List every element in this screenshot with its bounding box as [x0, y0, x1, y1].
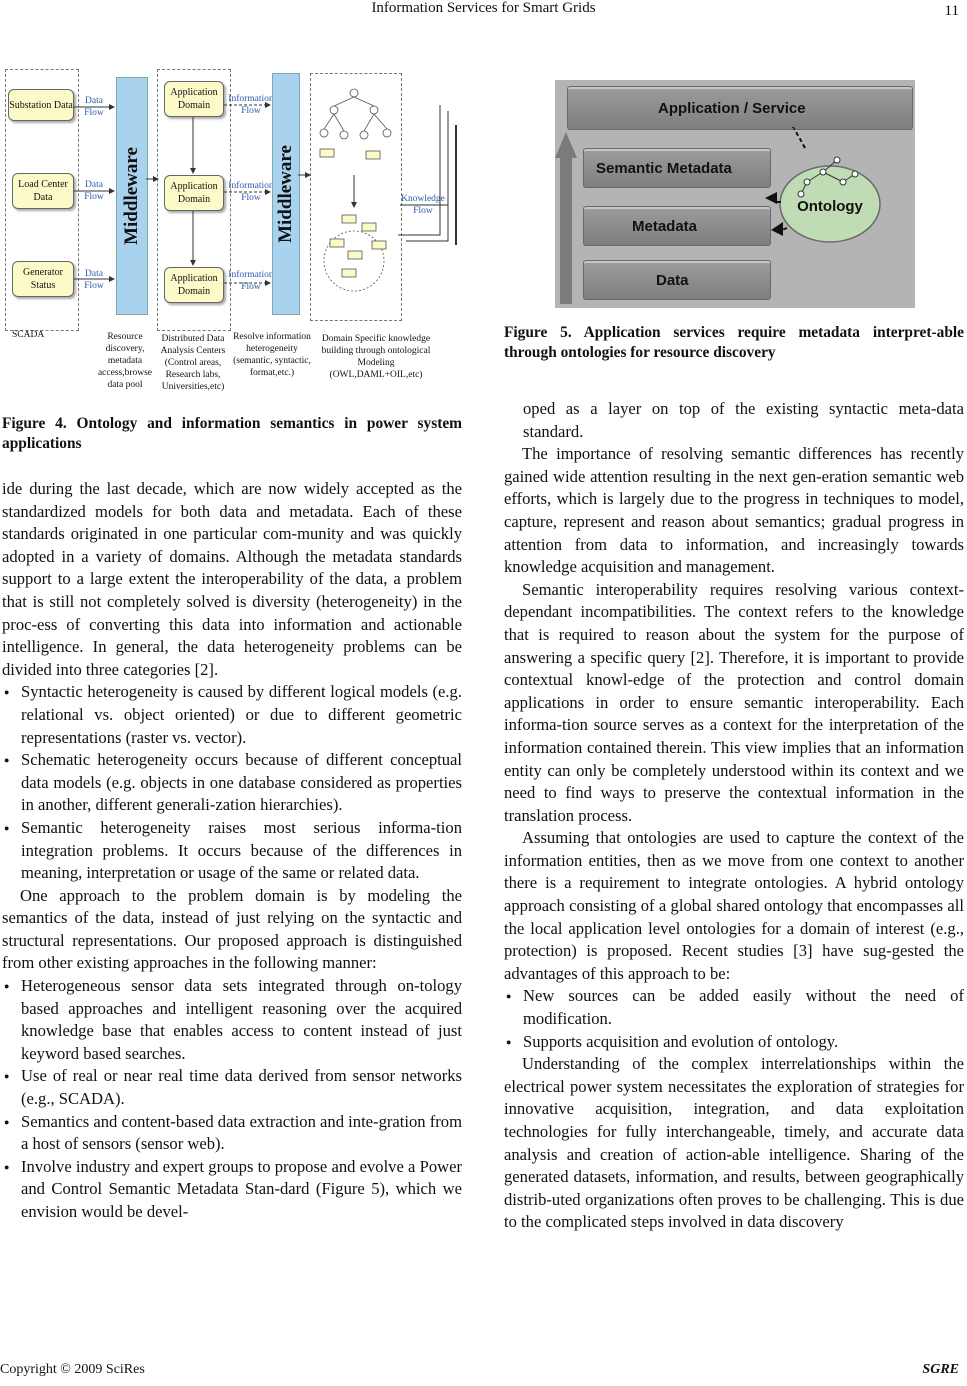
list-item: Use of real or near real time data deriv… — [2, 1065, 462, 1110]
journal-abbrev: SGRE — [922, 1362, 959, 1377]
ontology-tree-top — [319, 88, 392, 160]
advantages-list: New sources can be added easily without … — [504, 985, 964, 1053]
figure-5-diagram: Application / Service Semantic Metadata … — [555, 80, 915, 308]
middleware-bar-2: Middleware — [272, 73, 300, 315]
data-flow-label-2: Data Flow — [84, 180, 104, 202]
right-paragraph-0: oped as a layer on top of the existing s… — [523, 399, 964, 441]
info-flow-label-1: Information Flow — [228, 94, 274, 116]
right-paragraph-3: Assuming that ontologies are used to cap… — [504, 828, 964, 983]
scada-group — [5, 69, 79, 331]
heterogeneity-list: Syntactic heterogeneity is caused by dif… — [2, 681, 462, 884]
ontology-network-icon — [797, 156, 859, 198]
right-paragraph-1: The importance of resolving semantic dif… — [504, 444, 964, 577]
page-header: Information Services for Smart Grids 11 — [0, 0, 967, 22]
list-item: New sources can be added easily without … — [504, 985, 964, 1030]
resolve-label: Resolve information heterogeneity (seman… — [233, 332, 311, 378]
list-item: Semantic heterogeneity raises most serio… — [2, 817, 462, 885]
info-flow-label-3: Information Flow — [228, 270, 274, 292]
info-flow-label-2: Information Flow — [228, 181, 274, 203]
list-item: Heterogeneous sensor data sets integrate… — [2, 975, 462, 1065]
app-domain-box-2: Application Domain — [164, 175, 224, 211]
data-flow-label-3: Data Flow — [84, 269, 104, 291]
running-title: Information Services for Smart Grids — [371, 0, 596, 16]
arrow-to-metadata — [771, 222, 783, 236]
layer-metadata: Metadata — [583, 206, 771, 246]
app-domain-box-3: Application Domain — [164, 267, 224, 303]
ontology-group — [310, 73, 402, 321]
right-paragraph-2: Semantic interoperability requires resol… — [504, 579, 964, 825]
approach-list: Heterogeneous sensor data sets integrate… — [2, 975, 462, 1224]
ontology-label: Ontology — [797, 198, 863, 215]
page-number: 11 — [944, 3, 959, 19]
figure-4-caption: Figure 4. Ontology and information seman… — [2, 415, 462, 452]
substation-data-box: Substation Data — [8, 89, 74, 121]
figure-4-connectors — [74, 88, 457, 292]
list-item: Semantics and content-based data extract… — [2, 1111, 462, 1156]
upward-arrow-head — [555, 132, 577, 158]
knowledge-flow-label: Knowledge Flow — [401, 194, 445, 216]
middleware-bar-1: Middleware — [116, 77, 148, 315]
generator-status-box: Generator Status — [12, 261, 74, 297]
layer-semantic-metadata: Semantic Metadata — [583, 148, 771, 188]
right-column: oped as a layer on top of the existing s… — [504, 398, 964, 1234]
right-paragraph-4: Understanding of the complex interrelati… — [504, 1054, 964, 1232]
left-column: ide during the last decade, which are no… — [2, 478, 462, 1224]
upward-arrow-shaft — [560, 156, 572, 304]
domain-label: Domain Specific knowledge building throu… — [321, 334, 431, 380]
data-flow-label-1: Data Flow — [84, 96, 104, 118]
layer-data: Data — [583, 260, 771, 300]
list-item: Syntactic heterogeneity is caused by dif… — [2, 681, 462, 749]
list-item: Involve industry and expert groups to pr… — [2, 1156, 462, 1224]
resource-label: Resource discovery, metadata access,brow… — [97, 332, 153, 390]
figure-5-caption: Figure 5. Application services require m… — [504, 324, 964, 361]
list-item: Supports acquisition and evolution of on… — [504, 1031, 964, 1054]
figure-4-diagram: Substation Data Load Center Data Generat… — [2, 65, 462, 405]
layer-application-service: Application / Service — [567, 86, 913, 130]
ontology-tree-bottom — [323, 214, 387, 292]
distributed-group — [157, 69, 231, 331]
load-center-box: Load Center Data — [12, 173, 74, 209]
scada-label: SCADA — [12, 330, 45, 340]
app-domain-box-1: Application Domain — [164, 81, 224, 117]
knowledge-return-1 — [398, 105, 441, 236]
left-paragraph-1: ide during the last decade, which are no… — [2, 479, 462, 679]
list-item: Schematic heterogeneity occurs because o… — [2, 749, 462, 817]
arrow-to-semantic — [765, 192, 777, 204]
knowledge-return-2 — [406, 111, 449, 242]
distributed-label: Distributed Data Analysis Centers (Contr… — [160, 334, 226, 392]
figure-5-graphics — [555, 126, 881, 304]
copyright-text: Copyright © 2009 SciRes — [0, 1362, 145, 1377]
left-paragraph-2: One approach to the problem domain is by… — [2, 885, 462, 973]
